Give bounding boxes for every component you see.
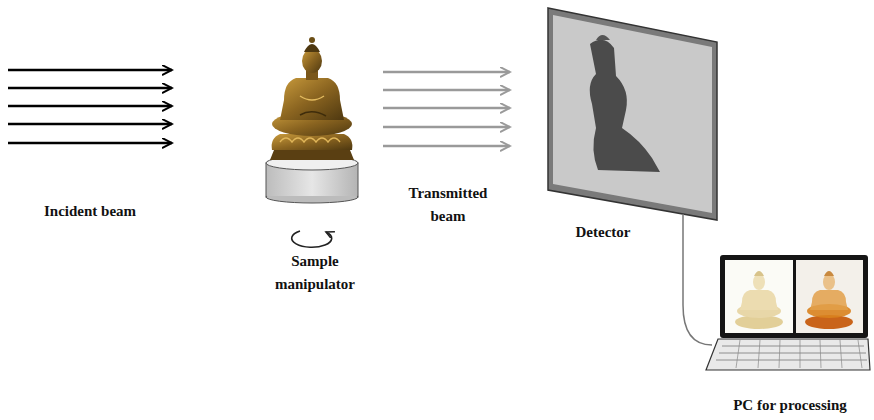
rendered-statue-part bbox=[740, 290, 778, 310]
incident-beam-arrows-part bbox=[8, 142, 172, 145]
part-label: Transmitted beam bbox=[398, 182, 498, 228]
buddha-statue bbox=[270, 37, 354, 160]
detector-panel-part bbox=[596, 35, 610, 40]
detector-panel-part bbox=[548, 8, 717, 220]
detector-panel-part bbox=[553, 15, 712, 213]
rendered-volume-part bbox=[823, 274, 835, 290]
rendered-statue-part bbox=[753, 274, 765, 290]
incident-beam-arrows bbox=[8, 70, 172, 143]
rendered-statue bbox=[735, 271, 783, 329]
incident-beam-arrows-part bbox=[8, 123, 172, 126]
transmitted-beam-arrows bbox=[383, 72, 510, 146]
incident-beam-arrows-part bbox=[8, 87, 172, 90]
buddha-statue-part bbox=[304, 44, 320, 52]
cable bbox=[683, 214, 712, 345]
incident-beam-arrows-part bbox=[8, 105, 172, 108]
laptop bbox=[706, 255, 870, 370]
buddha-statue-part bbox=[300, 96, 324, 100]
laptop-part bbox=[706, 339, 870, 370]
buddha-statue-part bbox=[270, 150, 354, 160]
transmitted-beam-arrows-part bbox=[383, 71, 510, 74]
rendered-statue-part bbox=[754, 271, 764, 276]
part-label: Sample manipulator bbox=[260, 250, 370, 296]
part-label: Detector bbox=[543, 221, 663, 244]
buddha-statue-part bbox=[272, 134, 353, 150]
rotation-arrow bbox=[292, 231, 332, 247]
part-label: PC for processing bbox=[710, 394, 870, 417]
buddha-statue-part bbox=[280, 78, 344, 120]
transmitted-beam-arrows-part bbox=[383, 89, 510, 92]
transmitted-beam-arrows-part bbox=[383, 107, 510, 110]
buddha-statue-part bbox=[280, 138, 340, 142]
rotation-arrow-part bbox=[292, 231, 332, 247]
rendered-volume bbox=[805, 271, 853, 329]
transmitted-beam-arrows-part bbox=[383, 145, 510, 148]
rendered-volume-part bbox=[810, 290, 848, 310]
buddha-statue-part bbox=[309, 37, 315, 43]
buddha-statue-part bbox=[302, 49, 322, 73]
laptop-part bbox=[736, 340, 862, 368]
rendered-volume-part bbox=[824, 271, 834, 276]
laptop-part bbox=[796, 260, 863, 333]
detector-panel-part bbox=[590, 40, 660, 172]
incident-beam-arrows-part bbox=[8, 69, 172, 72]
transmitted-beam-arrows-part bbox=[383, 126, 510, 129]
laptop-part bbox=[720, 255, 868, 338]
laptop-part bbox=[725, 260, 793, 333]
rotation-stage bbox=[266, 156, 358, 203]
buddha-statue-part bbox=[300, 112, 326, 116]
detector-panel bbox=[548, 8, 717, 220]
cable-part bbox=[683, 214, 712, 345]
part-label: Incident beam bbox=[10, 200, 170, 223]
